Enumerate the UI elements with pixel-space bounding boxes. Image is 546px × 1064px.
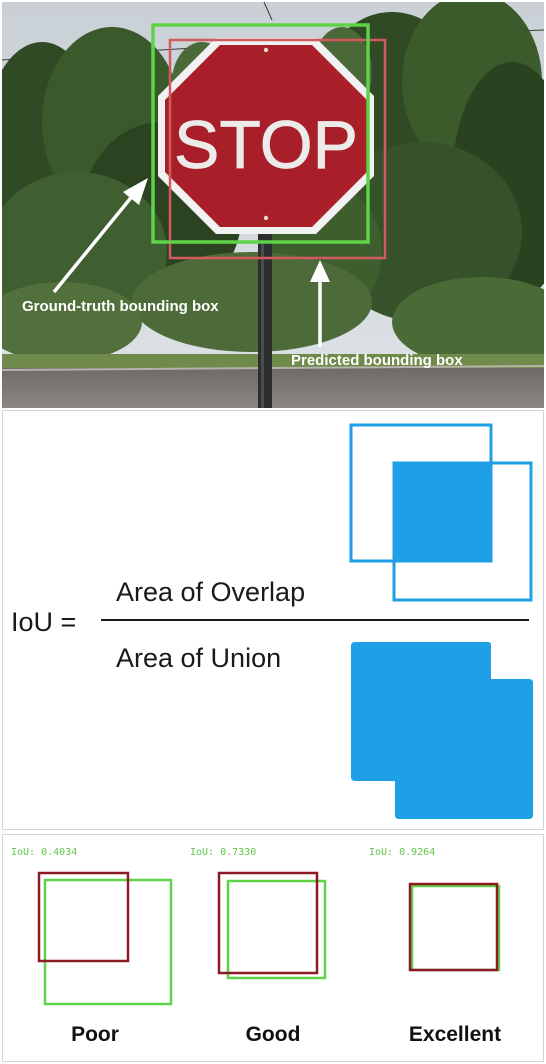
iou-examples-panel: IoU: 0.4034 Poor IoU: 0.7330 Good IoU: 0… <box>2 834 544 1062</box>
iou-readout-good: IoU: 0.7330 <box>190 847 256 858</box>
stop-sign-text: STOP <box>174 107 358 183</box>
ground-truth-box-poor <box>43 878 173 1006</box>
quality-label-good: Good <box>246 1023 301 1046</box>
ground-truth-label: Ground-truth bounding box <box>22 298 219 315</box>
example-excellent: IoU: 0.9264 Excellent <box>369 847 501 1046</box>
grass-strip <box>2 354 544 368</box>
predicted-bounding-box <box>168 38 387 260</box>
predicted-box-excellent <box>408 882 499 972</box>
ground-truth-bounding-box <box>151 23 370 244</box>
predicted-label: Predicted bounding box <box>291 352 463 369</box>
stop-sign-photo-panel: STOP Ground-truth bounding box Predicted… <box>2 2 544 408</box>
overlap-box-b <box>392 461 533 602</box>
road <box>2 368 544 408</box>
predicted-box-poor <box>37 871 130 963</box>
ground-truth-box-excellent <box>410 884 501 972</box>
iou-formula-panel: IoU = Area of Overlap Area of Union <box>2 410 544 830</box>
quality-label-poor: Poor <box>71 1023 119 1046</box>
predicted-arrow <box>310 260 330 347</box>
overlap-area <box>394 463 491 561</box>
example-good: IoU: 0.7330 Good <box>190 847 327 1046</box>
iou-readout-poor: IoU: 0.4034 <box>11 847 77 858</box>
stop-sign: STOP <box>158 38 374 234</box>
quality-label-excellent: Excellent <box>409 1023 501 1046</box>
formula-denominator: Area of Union <box>116 643 281 673</box>
curb <box>2 365 544 371</box>
ground-truth-arrow <box>52 178 148 294</box>
formula-numerator: Area of Overlap <box>116 577 305 607</box>
ground-truth-box-good <box>226 879 327 980</box>
union-area <box>351 642 533 819</box>
stop-sign-photo: STOP Ground-truth bounding box Predicted… <box>2 2 544 408</box>
formula-lhs: IoU = <box>11 607 76 637</box>
overlap-box-a <box>349 423 493 563</box>
union-illustration <box>351 642 533 819</box>
iou-examples: IoU: 0.4034 Poor IoU: 0.7330 Good IoU: 0… <box>11 847 501 1046</box>
iou-readout-excellent: IoU: 0.9264 <box>369 847 435 858</box>
predicted-box-good <box>217 871 319 975</box>
example-poor: IoU: 0.4034 Poor <box>11 847 173 1046</box>
overlap-illustration <box>349 423 533 602</box>
iou-formula-diagram: IoU = Area of Overlap Area of Union <box>11 423 533 819</box>
